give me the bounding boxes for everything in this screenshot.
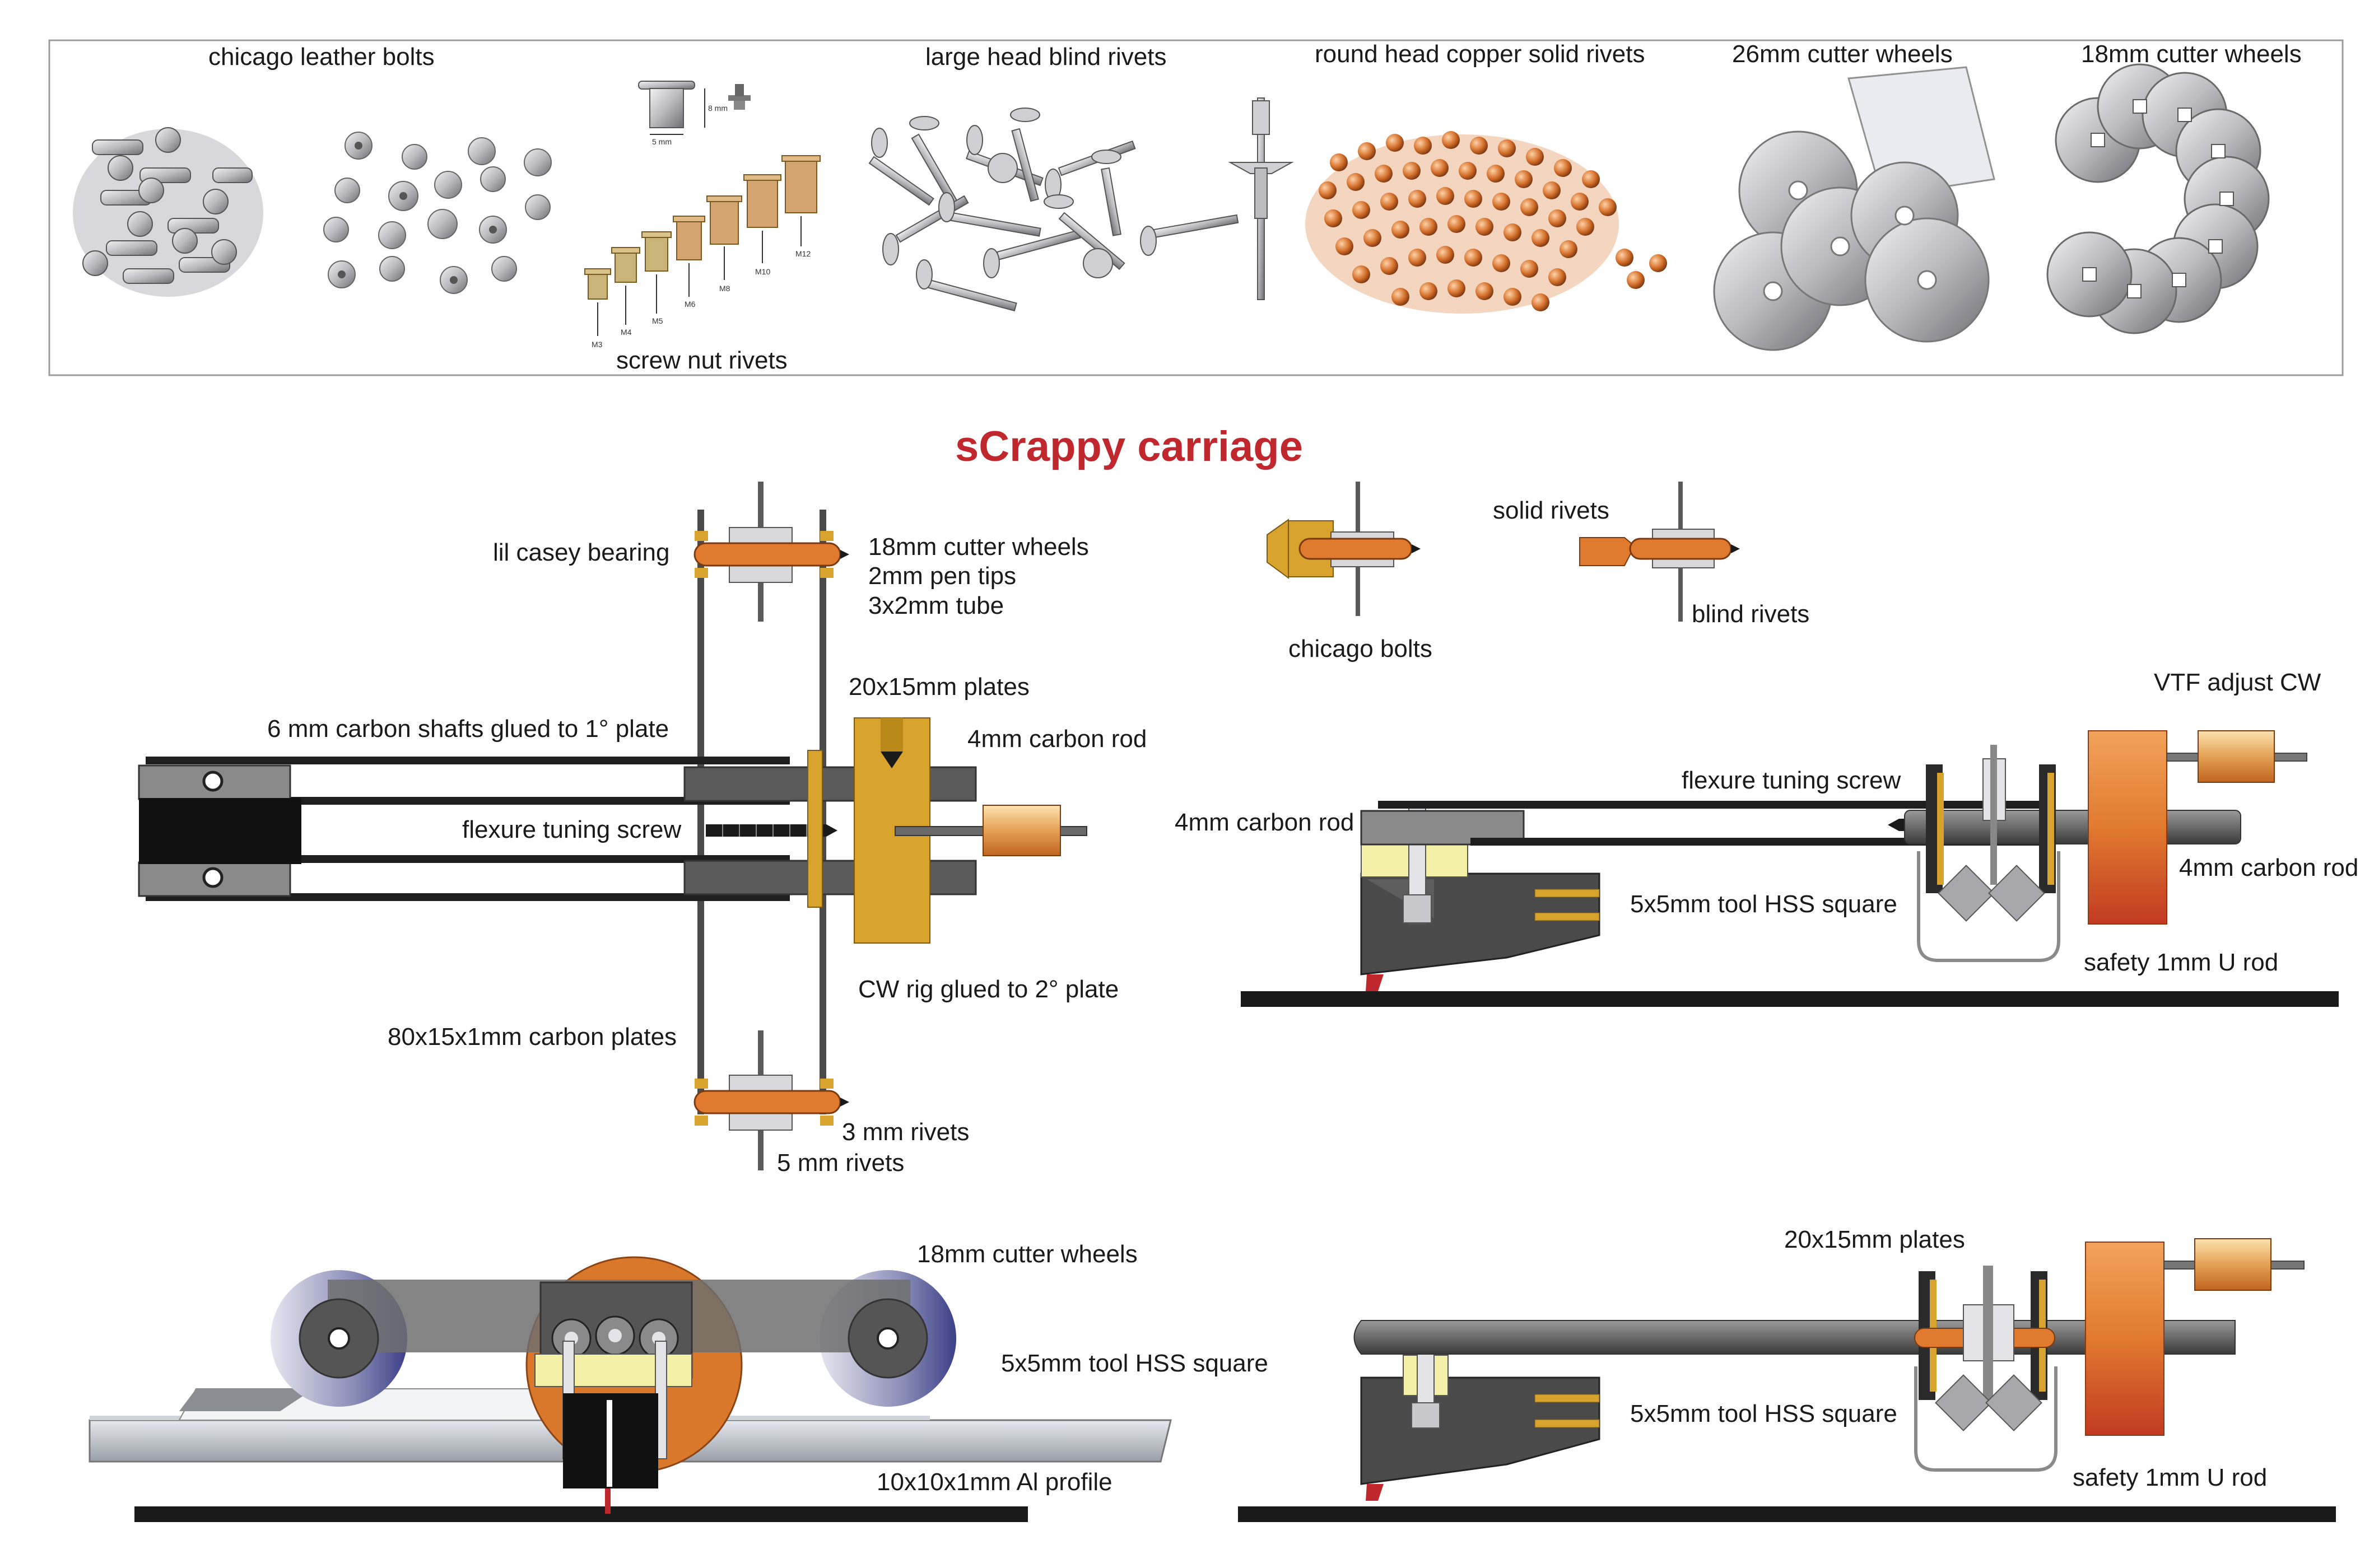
screw-nut-rivets <box>584 81 821 336</box>
nut-size-m3: M3 <box>592 340 603 349</box>
label-80x15x1mm-carbon-plates: 80x15x1mm carbon plates <box>388 1023 677 1051</box>
label-20x15mm-plates-tl: 20x15mm plates <box>849 673 1030 701</box>
label-26mm-cutter-wheels: 26mm cutter wheels <box>1732 40 1953 68</box>
label-tool-hss-bl: 5x5mm tool HSS square <box>1001 1350 1268 1377</box>
nut-size-m5: M5 <box>652 316 663 325</box>
label-18mm-cutter-wheels: 18mm cutter wheels <box>2081 40 2302 68</box>
cutter-wheels-26 <box>1713 66 1995 351</box>
label-solid-rivets: solid rivets <box>1493 497 1609 524</box>
nut-size-m6: M6 <box>685 300 696 309</box>
label-flexure-tuning-screw-tl: flexure tuning screw <box>462 816 682 843</box>
nut-size-m8: M8 <box>719 284 730 293</box>
copper-rivets-pile <box>1305 131 1667 314</box>
label-safety-u-rod-br: safety 1mm U rod <box>2073 1464 2268 1491</box>
label-al-profile: 10x10x1mm Al profile <box>877 1468 1112 1496</box>
label-safety-u-rod-tr: safety 1mm U rod <box>2084 949 2279 976</box>
cutter-wheels-18 <box>2046 63 2270 334</box>
nut-size-m10: M10 <box>755 267 771 276</box>
nut-size-m4: M4 <box>621 328 632 337</box>
dim-width: 5 mm <box>652 137 672 146</box>
label-2mm-pen-tips: 2mm pen tips <box>868 562 1017 590</box>
label-lil-casey-bearing: lil casey bearing <box>493 539 670 566</box>
label-tool-hss-tr: 5x5mm tool HSS square <box>1630 890 1897 918</box>
label-4mm-carbon-rod-tr-left: 4mm carbon rod <box>1175 809 1354 836</box>
nut-size-m12: M12 <box>795 249 811 258</box>
dim-height: 8 mm <box>708 104 728 113</box>
blind-rivet-icon <box>1579 482 1740 622</box>
label-6mm-carbon-shafts: 6 mm carbon shafts glued to 1° plate <box>267 715 669 743</box>
label-blind-rivets: blind rivets <box>1692 600 1810 628</box>
label-screw-nut-rivets: screw nut rivets <box>616 347 788 374</box>
label-18mm-cutter-wheels-bl: 18mm cutter wheels <box>917 1240 1138 1268</box>
label-tool-hss-br: 5x5mm tool HSS square <box>1630 1400 1897 1427</box>
label-flexure-tuning-screw-tr: flexure tuning screw <box>1682 767 1901 794</box>
label-3x2mm-tube: 3x2mm tube <box>868 592 1004 619</box>
label-round-head-copper-solid-rivets: round head copper solid rivets <box>1315 40 1645 68</box>
page-title: sCrappy carriage <box>955 423 1303 470</box>
label-chicago-bolts: chicago bolts <box>1288 635 1432 662</box>
label-5mm-rivets: 5 mm rivets <box>777 1149 905 1177</box>
single-blind-rivet <box>1228 97 1294 300</box>
top-right-side-view <box>1241 730 2339 1007</box>
label-20x15mm-plates-br: 20x15mm plates <box>1784 1226 1965 1253</box>
catalog-frame <box>48 39 2344 376</box>
top-left-assembly <box>138 482 1087 1170</box>
blind-rivets-pile <box>868 108 1239 312</box>
label-18mm-cutter-wheels-tl: 18mm cutter wheels <box>868 533 1089 561</box>
bottom-left-assembly <box>89 1256 1172 1522</box>
label-chicago-leather-bolts: chicago leather bolts <box>208 43 435 71</box>
label-vtf-adjust-cw: VTF adjust CW <box>2154 669 2321 696</box>
chicago-bolts-pile <box>73 127 263 297</box>
label-cw-rig: CW rig glued to 2° plate <box>858 976 1119 1003</box>
label-large-head-blind-rivets: large head blind rivets <box>925 43 1167 71</box>
chicago-bolt-icon <box>1267 482 1421 616</box>
label-4mm-carbon-rod-tr-right: 4mm carbon rod <box>2179 854 2359 881</box>
bottom-right-side-view <box>1238 1238 2336 1522</box>
label-4mm-carbon-rod-tl: 4mm carbon rod <box>967 725 1147 753</box>
label-3mm-rivets: 3 mm rivets <box>842 1118 970 1146</box>
